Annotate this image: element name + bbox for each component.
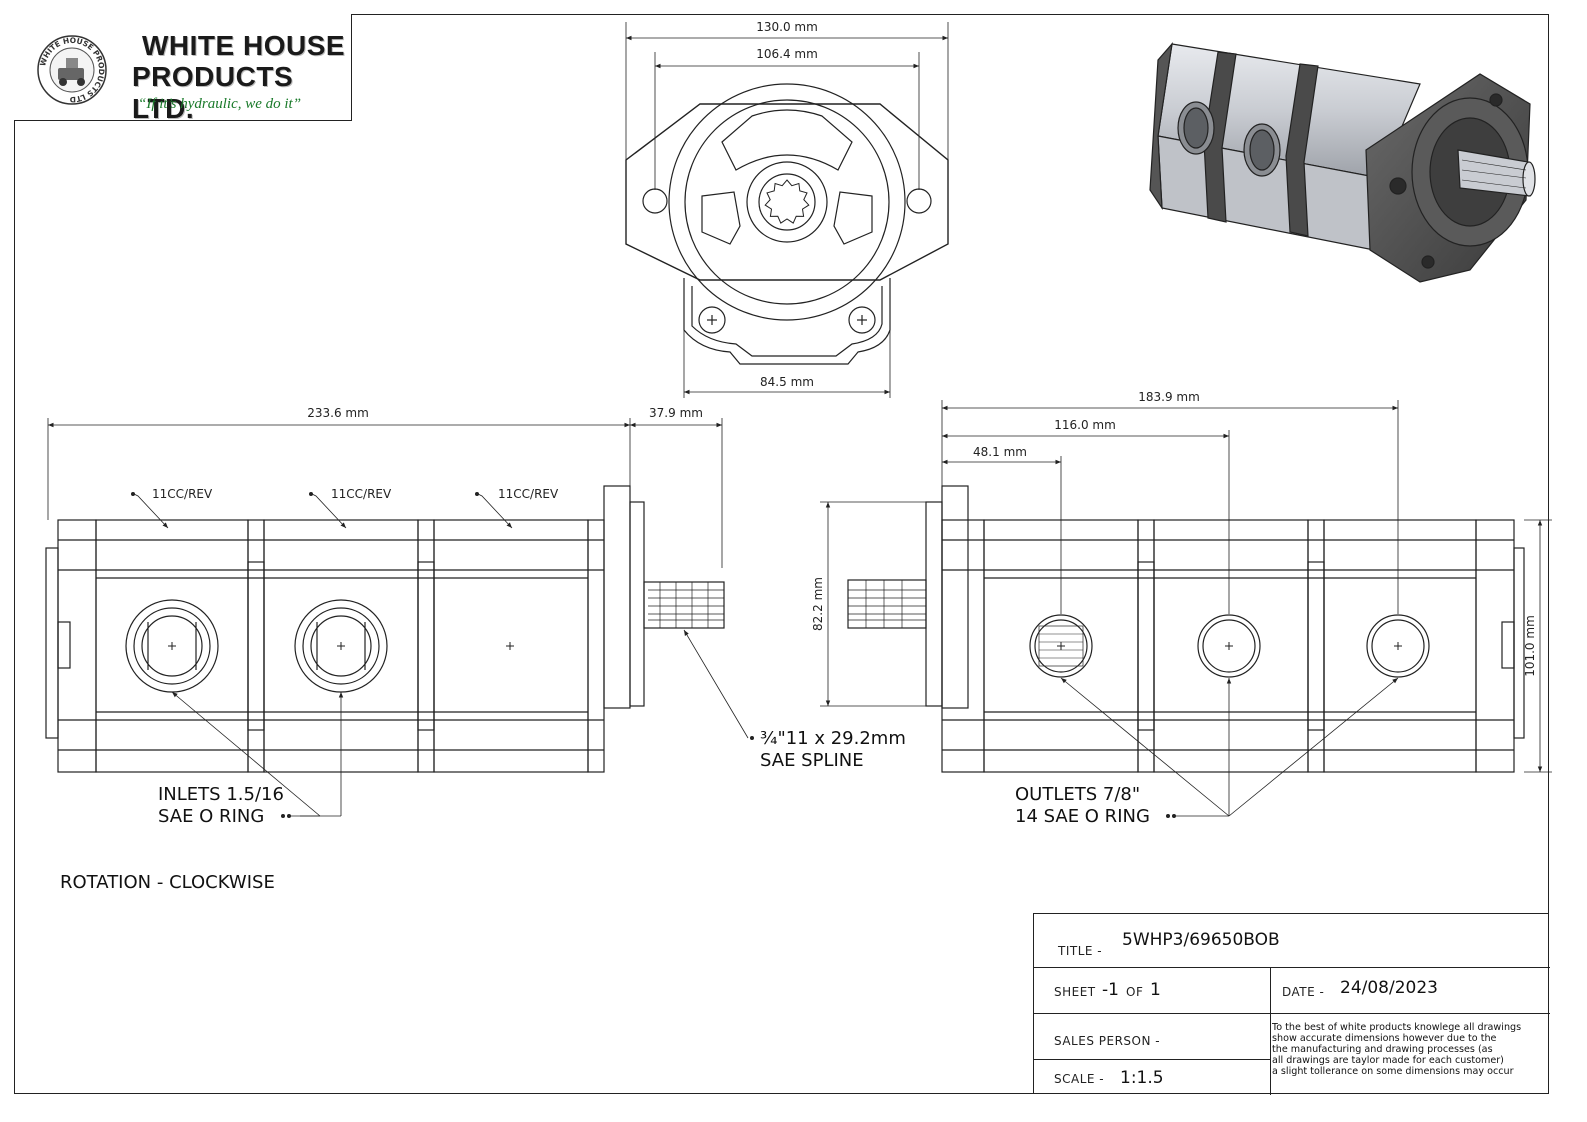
inlets-line1: INLETS 1.5/16 xyxy=(158,784,284,805)
scale-row: SCALE - 1:1.5 xyxy=(1034,1060,1270,1094)
sheet-total: 1 xyxy=(1150,980,1161,1000)
spline-line2: SAE SPLINE xyxy=(760,750,864,771)
sheet-border xyxy=(14,14,1549,1094)
section-label-1: 11CC/REV xyxy=(152,487,213,501)
dim-front-overall: 130.0 mm xyxy=(756,20,818,34)
disclaimer-line: all drawings are taylor made for each cu… xyxy=(1272,1055,1504,1066)
sheet-date-row: SHEET -1 OF 1 DATE - 24/08/2023 xyxy=(1034,968,1550,1014)
disclaimer: To the best of white products knowlege a… xyxy=(1272,1022,1552,1077)
right-side-view xyxy=(847,485,1525,773)
title-block-divider xyxy=(1270,968,1271,1095)
disclaimer-line: a slight tollerance on some dimensions m… xyxy=(1272,1066,1514,1077)
dim-right-a: 183.9 mm xyxy=(1138,390,1200,404)
title-value: 5WHP3/69650BOB xyxy=(1122,930,1280,950)
dim-right-b: 116.0 mm xyxy=(1054,418,1116,432)
scale-value: 1:1.5 xyxy=(1120,1068,1164,1088)
scale-label: SCALE - xyxy=(1054,1072,1105,1086)
dim-right-flange: 82.2 mm xyxy=(811,577,825,631)
date-value: 24/08/2023 xyxy=(1340,978,1438,998)
rotation-note: ROTATION - CLOCKWISE xyxy=(60,872,275,893)
section-label-2: 11CC/REV xyxy=(331,487,392,501)
dim-left-shaft: 37.9 mm xyxy=(649,406,703,420)
spline-note: ¾"11 x 29.2mm SAE SPLINE xyxy=(760,728,906,772)
disclaimer-line: show accurate dimensions however due to … xyxy=(1272,1033,1497,1044)
front-view xyxy=(625,83,949,365)
section-label-3: 11CC/REV xyxy=(498,487,559,501)
pump-3d-illustration xyxy=(1149,42,1536,283)
date-label: DATE - xyxy=(1282,985,1325,999)
dim-left-body: 233.6 mm xyxy=(307,406,369,420)
outlets-note: OUTLETS 7/8" 14 SAE O RING xyxy=(1015,784,1150,828)
title-row: TITLE - 5WHP3/69650BOB xyxy=(1034,914,1550,968)
company-name-line1: WHITE HOUSE xyxy=(142,30,346,61)
disclaimer-line: To the best of white products knowlege a… xyxy=(1272,1022,1522,1033)
company-badge-icon: WHITE HOUSE PRODUCTS LTD xyxy=(37,35,107,105)
sheet-number: -1 xyxy=(1102,980,1119,1000)
spline-line1: ¾"11 x 29.2mm xyxy=(760,728,906,749)
inlets-line2: SAE O RING xyxy=(158,806,265,827)
outlets-line2: 14 SAE O RING xyxy=(1015,806,1150,827)
title-label: TITLE - xyxy=(1058,944,1103,958)
sales-row: SALES PERSON - xyxy=(1034,1014,1270,1060)
company-tagline: “If it’s hydraulic, we do it” xyxy=(138,96,302,112)
inlets-note: INLETS 1.5/16 SAE O RING xyxy=(158,784,284,828)
of-label: OF xyxy=(1126,985,1144,999)
disclaimer-line: the manufacturing and drawing processes … xyxy=(1272,1044,1493,1055)
sales-label: SALES PERSON - xyxy=(1054,1034,1161,1048)
dim-right-height: 101.0 mm xyxy=(1523,615,1537,677)
dim-front-base: 84.5 mm xyxy=(760,375,814,389)
title-block: TITLE - 5WHP3/69650BOB SHEET -1 OF 1 DAT… xyxy=(1033,913,1552,1095)
outlets-line1: OUTLETS 7/8" xyxy=(1015,784,1141,805)
sheet-label: SHEET xyxy=(1054,985,1096,999)
company-name-line2: PRODUCTS LTD. xyxy=(132,61,294,124)
company-logo-box: WHITE HOUSE PRODUCTS LTD WHITE HOUSE PRO… xyxy=(14,14,352,124)
dim-right-c: 48.1 mm xyxy=(973,445,1027,459)
left-side-view xyxy=(45,485,725,773)
dim-front-bolt-centres: 106.4 mm xyxy=(756,47,818,61)
